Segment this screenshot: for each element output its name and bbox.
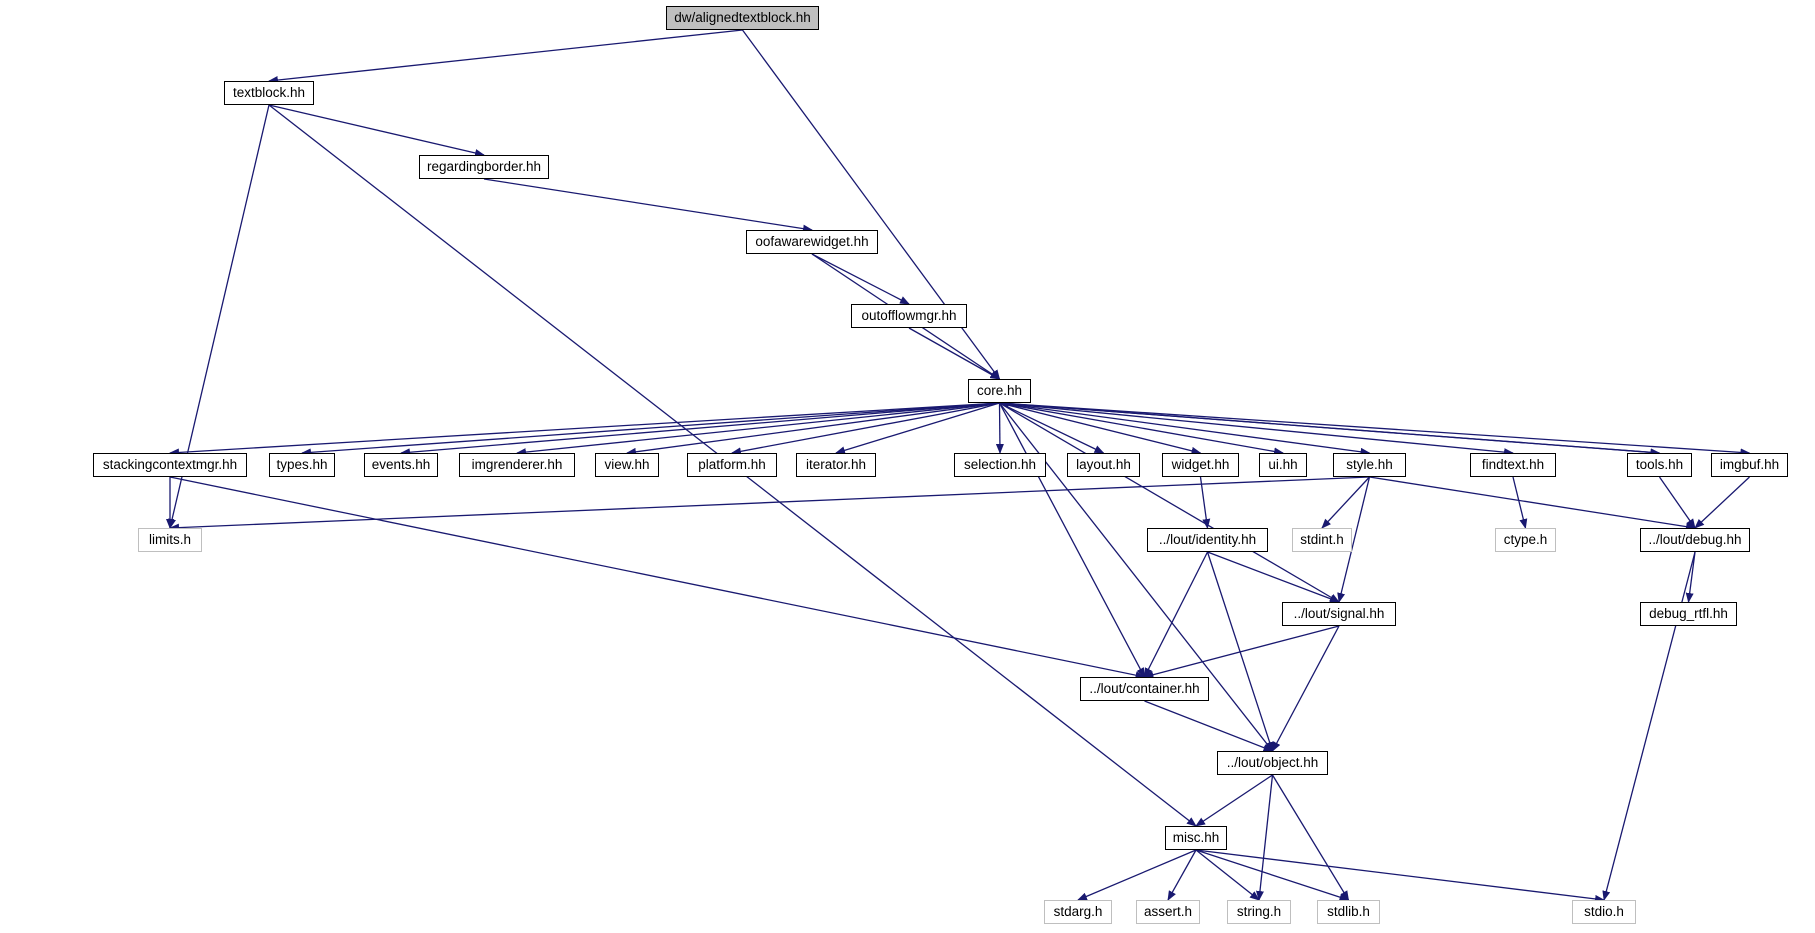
edge-n4-n5: [908, 327, 1001, 380]
edge-n5-n26: [999, 402, 1340, 603]
edge-n5-n13: [995, 402, 1004, 454]
edge-n5-n9: [516, 402, 1000, 457]
edge-n17-n21: [169, 476, 1370, 532]
edge-n26-n28: [1143, 625, 1340, 679]
edge-n5-n28: [998, 402, 1146, 678]
node-core[interactable]: core.hh: [968, 379, 1031, 403]
node-stdio-h: stdio.h: [1572, 900, 1636, 924]
edge-n30-n35: [1195, 849, 1605, 903]
node-debug-rtfl[interactable]: debug_rtfl.hh: [1640, 602, 1737, 626]
edge-n18-n24: [1512, 476, 1528, 529]
node-selection[interactable]: selection.hh: [954, 453, 1046, 477]
node-style[interactable]: style.hh: [1333, 453, 1406, 477]
edge-n5-n20: [999, 402, 1751, 457]
edge-n20-n25: [1694, 476, 1750, 529]
edge-n17-n23: [1321, 476, 1370, 529]
edge-n30-n33: [1195, 849, 1260, 901]
edge-n30-n31: [1077, 849, 1197, 901]
node-regardingborder[interactable]: regardingborder.hh: [419, 155, 549, 179]
edge-n5-n10: [626, 402, 1000, 456]
edge-n29-n33: [1255, 774, 1274, 901]
edge-n26-n29: [1271, 625, 1340, 752]
edge-n0-n1: [268, 29, 743, 85]
node-widget[interactable]: widget.hh: [1162, 453, 1239, 477]
node-aligned-textblock: dw/alignedtextblock.hh: [666, 6, 819, 30]
node-findtext[interactable]: findtext.hh: [1470, 453, 1556, 477]
edge-n15-n22: [1199, 476, 1211, 529]
node-platform[interactable]: platform.hh: [687, 453, 777, 477]
edge-n19-n25: [1658, 476, 1696, 529]
node-stdint-h: stdint.h: [1292, 528, 1352, 552]
edge-n1-n2: [268, 104, 485, 157]
edge-n5-n14: [999, 402, 1105, 454]
edge-n30-n32: [1167, 849, 1197, 901]
node-textblock[interactable]: textblock.hh: [224, 81, 314, 105]
edge-n5-n6: [169, 402, 1000, 457]
node-outofflowmgr[interactable]: outofflowmgr.hh: [851, 304, 967, 328]
node-lout-debug[interactable]: ../lout/debug.hh: [1640, 528, 1750, 552]
node-stdarg-h: stdarg.h: [1044, 900, 1112, 924]
node-lout-container[interactable]: ../lout/container.hh: [1080, 677, 1209, 701]
node-layout[interactable]: layout.hh: [1067, 453, 1140, 477]
edge-n19-n5: [998, 399, 1660, 454]
edge-n29-n30: [1195, 774, 1273, 827]
node-oofawarewidget[interactable]: oofawarewidget.hh: [746, 230, 878, 254]
node-tools[interactable]: tools.hh: [1627, 453, 1692, 477]
edge-n22-n26: [1207, 551, 1340, 603]
node-types[interactable]: types.hh: [269, 453, 335, 477]
node-stdlib-h: stdlib.h: [1317, 900, 1380, 924]
edge-n5-n7: [301, 402, 1000, 457]
edge-n17-n26: [1337, 476, 1371, 603]
node-events[interactable]: events.hh: [364, 453, 438, 477]
node-iterator[interactable]: iterator.hh: [796, 453, 876, 477]
edge-n5-n11: [731, 402, 1000, 456]
edge-n5-n8: [400, 402, 1000, 457]
node-lout-signal[interactable]: ../lout/signal.hh: [1282, 602, 1396, 626]
node-assert-h: assert.h: [1136, 900, 1200, 924]
edge-n6-n28: [169, 476, 1146, 680]
edge-n22-n28: [1143, 551, 1209, 678]
edge-n28-n29: [1144, 700, 1274, 752]
node-string-h: string.h: [1227, 900, 1291, 924]
node-lout-identity[interactable]: ../lout/identity.hh: [1147, 528, 1268, 552]
node-view[interactable]: view.hh: [595, 453, 659, 477]
node-ctype-h: ctype.h: [1495, 528, 1556, 552]
edge-n30-n34: [1195, 849, 1350, 901]
node-ui[interactable]: ui.hh: [1259, 453, 1307, 477]
edge-n5-n18: [999, 402, 1514, 457]
edge-n17-n25: [1369, 476, 1696, 531]
node-limits-h: limits.h: [138, 528, 202, 552]
edge-n5-n17: [999, 402, 1371, 456]
node-lout-object[interactable]: ../lout/object.hh: [1217, 751, 1328, 775]
edge-n5-n16: [999, 402, 1284, 456]
edge-n2-n3: [483, 178, 813, 233]
edge-n5-n15: [999, 402, 1202, 455]
edge-n5-n12: [835, 402, 1000, 455]
edge-n3-n4: [811, 253, 910, 305]
node-imgbuf[interactable]: imgbuf.hh: [1711, 453, 1788, 477]
edge-n25-n27: [1685, 551, 1696, 603]
node-imgrenderer[interactable]: imgrenderer.hh: [459, 453, 575, 477]
node-misc[interactable]: misc.hh: [1165, 826, 1227, 850]
edge-n29-n34: [1271, 774, 1350, 901]
node-stackingcontextmgr[interactable]: stackingcontextmgr.hh: [93, 453, 247, 477]
